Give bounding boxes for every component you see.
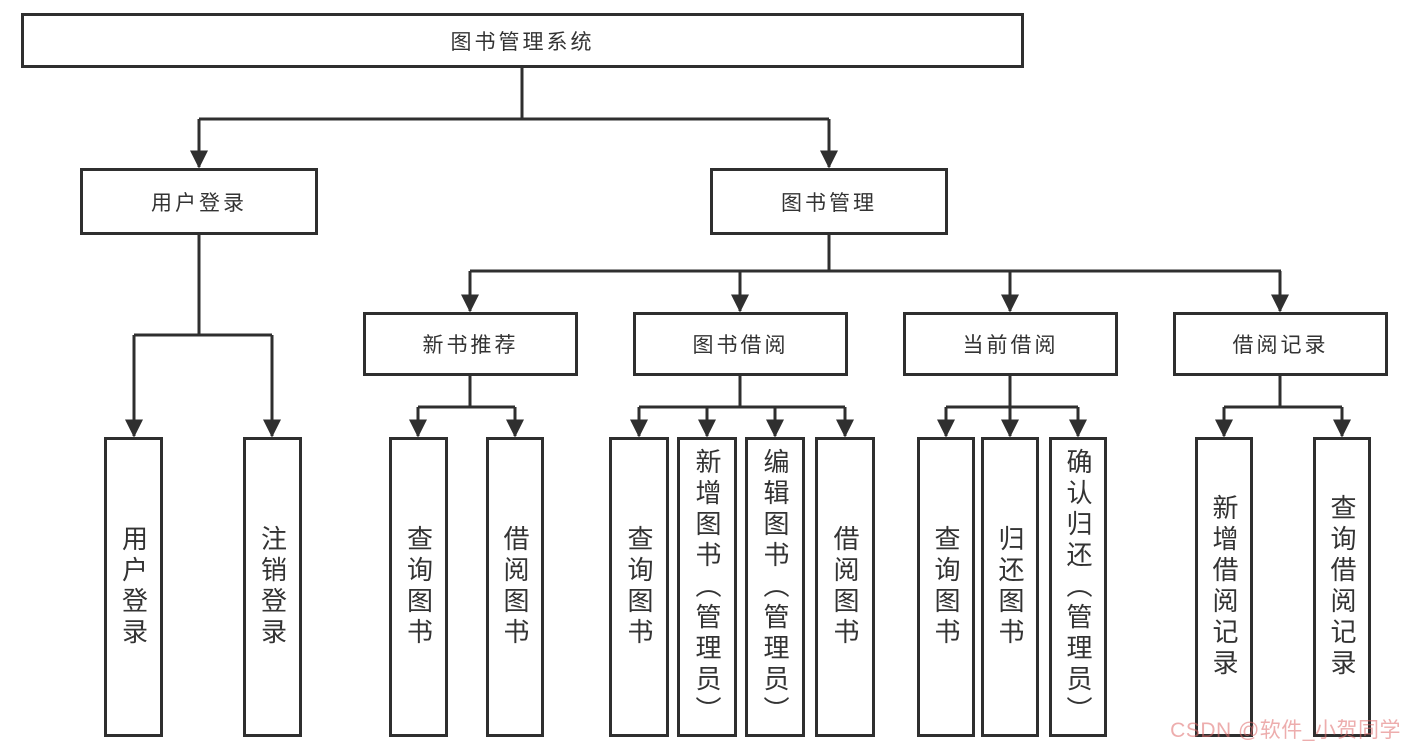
leaf-query-books-2: 查询图书: [609, 437, 669, 737]
leaf-add-books-admin: 新增图书（管理员）: [677, 437, 737, 737]
leaf-confirm-return-admin: 确认归还（管理员）: [1049, 437, 1107, 737]
node-label: 确认归还（管理员）: [1063, 447, 1093, 727]
leaf-user-login: 用户登录: [104, 437, 163, 737]
node-label: 借阅记录: [1232, 334, 1329, 357]
leaf-add-borrow-record: 新增借阅记录: [1195, 437, 1253, 737]
leaf-borrow-books-1: 借阅图书: [486, 437, 544, 737]
node-label: 查询图书: [403, 525, 434, 649]
leaf-return-books: 归还图书: [981, 437, 1039, 737]
node-label: 查询借阅记录: [1327, 494, 1357, 680]
node-label: 编辑图书（管理员）: [760, 447, 790, 727]
node-label: 当前借阅: [962, 334, 1059, 357]
node-label: 查询图书: [624, 525, 654, 649]
leaf-logout: 注销登录: [243, 437, 302, 737]
node-book-management: 图书管理: [710, 168, 948, 235]
leaf-edit-books-admin: 编辑图书（管理员）: [745, 437, 805, 737]
node-label: 图书管理系统: [450, 30, 595, 54]
node-label: 查询图书: [931, 525, 961, 649]
node-label: 新增借阅记录: [1209, 494, 1239, 680]
leaf-query-books-3: 查询图书: [917, 437, 975, 737]
node-library-management-system: 图书管理系统: [21, 13, 1024, 68]
node-label: 新增图书（管理员）: [692, 447, 722, 727]
node-label: 注销登录: [257, 525, 288, 649]
node-label: 用户登录: [118, 525, 149, 649]
node-new-book-recommend: 新书推荐: [363, 312, 578, 376]
node-label: 归还图书: [995, 525, 1025, 649]
node-label: 借阅图书: [830, 525, 860, 649]
watermark: CSDN @软件_小贺同学: [1170, 719, 1401, 742]
node-label: 新书推荐: [422, 334, 519, 357]
node-label: 借阅图书: [500, 525, 530, 649]
node-label: 图书管理: [781, 191, 877, 215]
node-user-login: 用户登录: [80, 168, 318, 235]
node-borrowing-records: 借阅记录: [1173, 312, 1388, 376]
node-current-borrowing: 当前借阅: [903, 312, 1118, 376]
node-book-borrowing: 图书借阅: [633, 312, 848, 376]
node-label: 图书借阅: [692, 334, 789, 357]
leaf-borrow-books-2: 借阅图书: [815, 437, 875, 737]
node-label: 用户登录: [151, 191, 247, 215]
leaf-query-books-1: 查询图书: [389, 437, 448, 737]
leaf-query-borrow-record: 查询借阅记录: [1313, 437, 1371, 737]
tree-branch-lines: [134, 68, 1342, 409]
